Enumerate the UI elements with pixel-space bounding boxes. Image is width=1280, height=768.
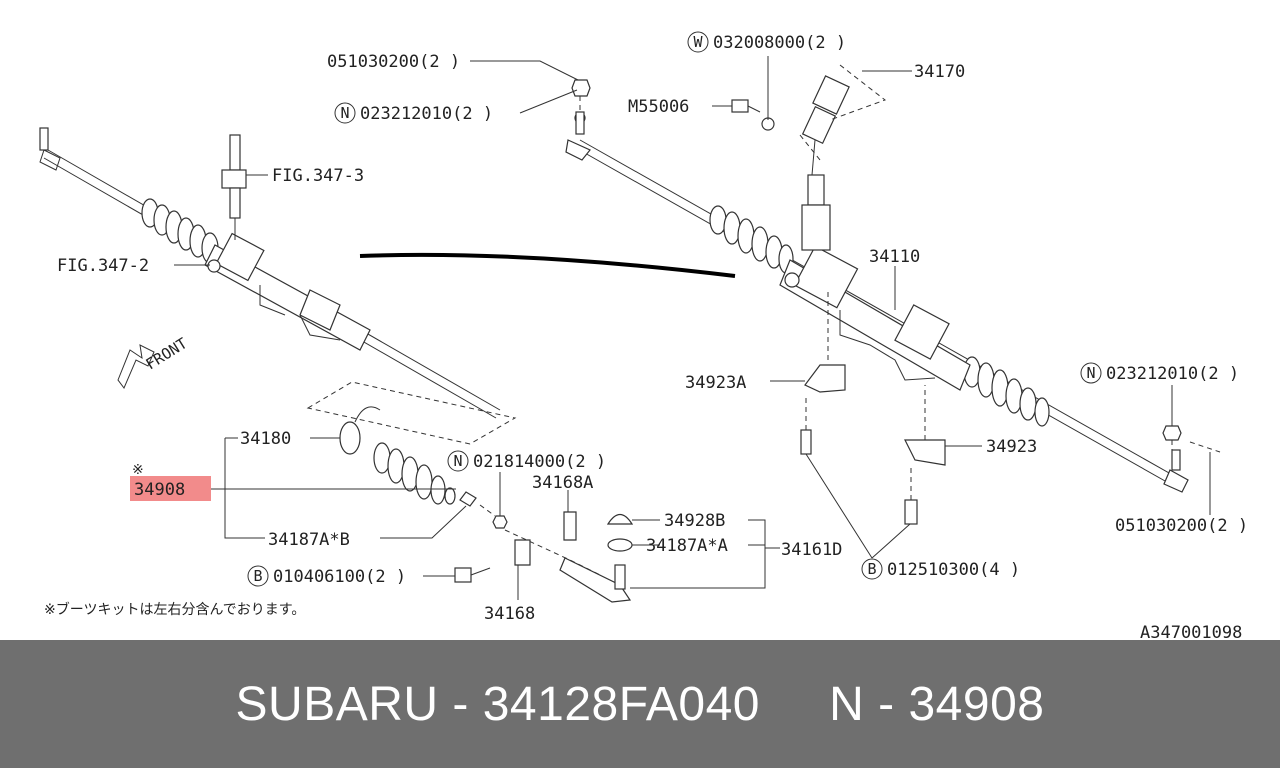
label-34168a: 34168A xyxy=(532,473,593,493)
diagram-code: A347001098 xyxy=(1140,623,1242,640)
label-34168: 34168 xyxy=(484,604,535,624)
b-prefix: B xyxy=(867,560,876,578)
n-prefix: N xyxy=(453,452,462,470)
callout-021814000: N 021814000(2 ) xyxy=(447,450,606,472)
label-010406100: 010406100(2 ) xyxy=(273,567,406,587)
label-34923: 34923 xyxy=(986,437,1037,457)
asterisk-mark: ※ xyxy=(132,462,144,478)
label-34908: 34908 xyxy=(134,480,185,500)
label-fig-347-3: FIG.347-3 xyxy=(272,166,364,186)
part-number-title: SUBARU - 34128FA040 N - 34908 xyxy=(235,677,1045,731)
label-34170: 34170 xyxy=(914,62,965,82)
b-prefix: B xyxy=(253,567,262,585)
label-fig-347-2: FIG.347-2 xyxy=(57,256,149,276)
label-34187a-a: 34187A*A xyxy=(646,536,728,556)
label-051030200-right: 051030200(2 ) xyxy=(1115,516,1248,536)
front-label: FRONT xyxy=(143,334,191,373)
boot-kit-exploded xyxy=(306,381,634,603)
leader-lines xyxy=(174,56,1211,600)
label-023212010-top: 023212010(2 ) xyxy=(360,104,493,124)
label-021814000: 021814000(2 ) xyxy=(473,452,606,472)
parts-diagram: FRONT xyxy=(39,31,1248,640)
label-051030200-top: 051030200(2 ) xyxy=(327,52,460,72)
callout-012510300: B 012510300(4 ) xyxy=(861,558,1020,580)
label-023212010-right: 023212010(2 ) xyxy=(1106,364,1239,384)
callout-023212010-top: N 023212010(2 ) xyxy=(334,102,493,124)
callout-032008000: W 032008000(2 ) xyxy=(687,31,846,53)
label-34161d: 34161D xyxy=(781,540,842,560)
label-34110: 34110 xyxy=(869,247,920,267)
label-34928b: 34928B xyxy=(664,511,725,531)
boot-kit-note: ※ブーツキットは左右分含んでおります。 xyxy=(44,601,305,618)
label-34187a-b: 34187A*B xyxy=(268,530,350,550)
label-34180: 34180 xyxy=(240,429,291,449)
w-prefix: W xyxy=(693,33,703,51)
callout-023212010-right: N 023212010(2 ) xyxy=(1080,362,1239,384)
footer-bar: SUBARU - 34128FA040 N - 34908 xyxy=(0,640,1280,768)
label-032008000: 032008000(2 ) xyxy=(713,33,846,53)
label-m55006: M55006 xyxy=(628,97,689,117)
n-prefix: N xyxy=(1086,364,1095,382)
transition-line xyxy=(359,252,736,278)
label-012510300: 012510300(4 ) xyxy=(887,560,1020,580)
callout-010406100: B 010406100(2 ) xyxy=(247,565,406,587)
highlight-34908 xyxy=(130,476,211,501)
n-prefix: N xyxy=(340,104,349,122)
left-rack-assembly xyxy=(39,127,501,419)
front-arrow: FRONT xyxy=(117,334,191,389)
right-rack-assembly xyxy=(565,64,1221,525)
label-34923a: 34923A xyxy=(685,373,746,393)
